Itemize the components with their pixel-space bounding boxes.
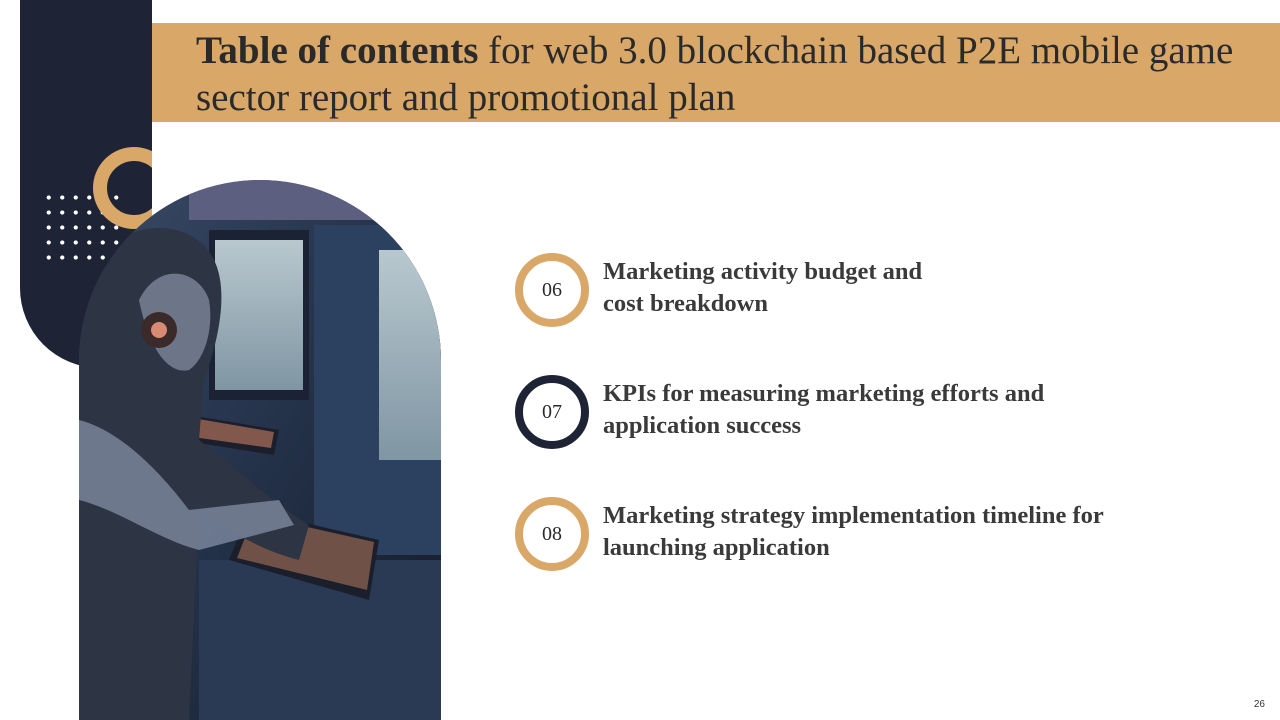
- toc-item-label: Marketing strategy implementation timeli…: [603, 502, 1104, 561]
- header-band: [152, 23, 1280, 122]
- title-bold-part: Table of contents: [196, 29, 479, 72]
- page-number: 26: [1253, 699, 1265, 710]
- toc-item-label: KPIs for measuring marketing efforts and…: [603, 380, 1045, 439]
- gamer-photo-illustration: [79, 180, 441, 720]
- gamer-photo: [79, 180, 441, 720]
- toc-item-label: Marketing activity budget and cost break…: [603, 258, 923, 317]
- number-badge: 06: [515, 253, 589, 327]
- number-badge: 07: [515, 375, 589, 449]
- title-rest-part: for web 3.0 blockchain based P2E mobile …: [196, 29, 1234, 119]
- number-badge: 08: [515, 497, 589, 571]
- slide-title: Table of contents for web 3.0 blockchain…: [196, 27, 1256, 121]
- half-ring-decoration: [93, 147, 152, 229]
